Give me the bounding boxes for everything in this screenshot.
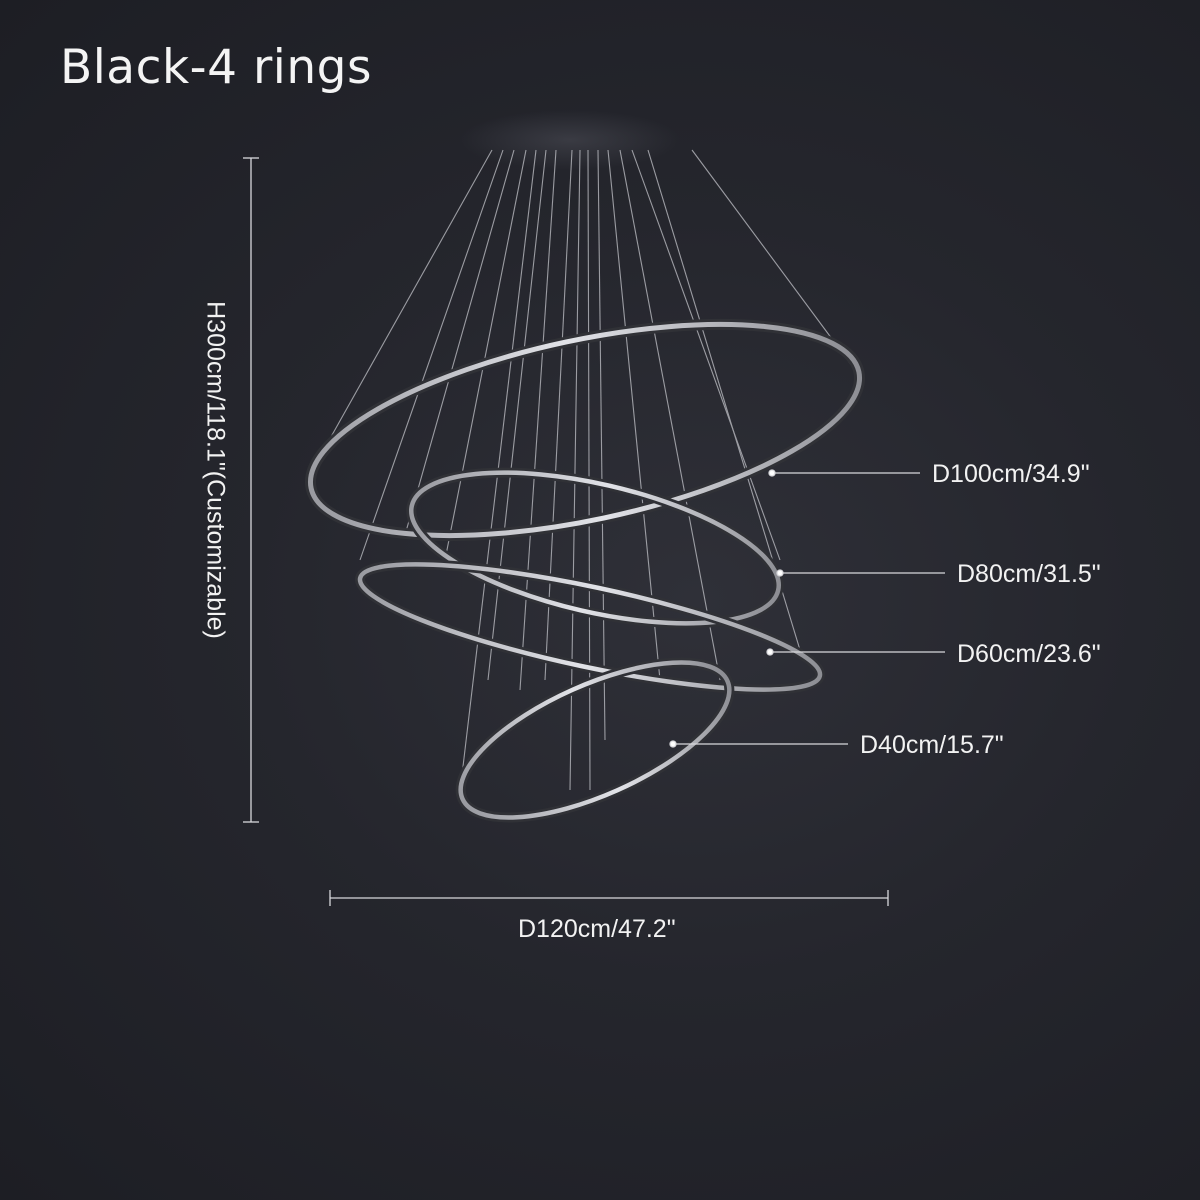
ring-60-highlight bbox=[357, 562, 823, 692]
ceiling-canopy-glow bbox=[460, 110, 680, 170]
height-dimension-line bbox=[243, 157, 259, 823]
height-label: H300cm/118.1"(Customizable) bbox=[201, 301, 230, 639]
wire bbox=[359, 149, 504, 561]
overall-diameter-label: D120cm/47.2" bbox=[518, 915, 676, 943]
wire bbox=[607, 149, 661, 681]
ring-80-highlight bbox=[409, 470, 781, 626]
wire bbox=[317, 149, 493, 461]
ring-100-highlight bbox=[307, 321, 863, 539]
wire bbox=[619, 149, 721, 681]
leader-dot-80 bbox=[776, 569, 784, 577]
rings bbox=[304, 318, 866, 823]
width-dimension-line bbox=[329, 890, 889, 906]
ring-label-60: D60cm/23.6" bbox=[957, 640, 1101, 668]
wire bbox=[691, 149, 856, 371]
leader-lines bbox=[669, 469, 945, 748]
leader-dot-40 bbox=[669, 740, 677, 748]
wire bbox=[631, 149, 781, 561]
ring-label-100: D100cm/34.9" bbox=[932, 460, 1090, 488]
wire bbox=[587, 149, 591, 791]
wire bbox=[597, 149, 606, 741]
wire bbox=[569, 149, 581, 791]
ring-label-80: D80cm/31.5" bbox=[957, 560, 1101, 588]
wire bbox=[544, 149, 573, 681]
leader-dot-100 bbox=[768, 469, 776, 477]
wire bbox=[404, 149, 515, 536]
wire bbox=[487, 149, 547, 681]
ring-label-40: D40cm/15.7" bbox=[860, 731, 1004, 759]
wire bbox=[519, 149, 557, 691]
leader-dot-60 bbox=[766, 648, 774, 656]
ring-40-highlight bbox=[458, 660, 732, 820]
wire bbox=[444, 149, 527, 561]
product-title: Black-4 rings bbox=[60, 40, 372, 95]
wire bbox=[461, 149, 537, 776]
